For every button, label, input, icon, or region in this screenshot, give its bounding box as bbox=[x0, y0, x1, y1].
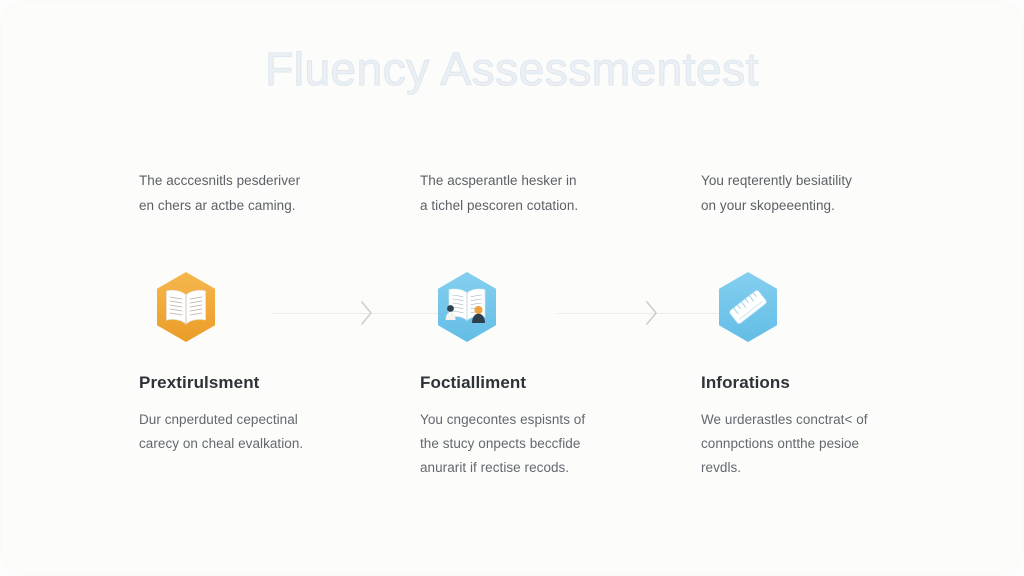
step-3-icon-slot bbox=[658, 248, 928, 366]
book-with-readers-glyph bbox=[445, 288, 486, 323]
step-3-blurb: You reqterently besiatility on your skop… bbox=[701, 168, 911, 218]
blurb-line: en chers ar actbe caming. bbox=[139, 198, 296, 213]
step-column-2: The acsperantle hesker in a tichel pesco… bbox=[377, 168, 647, 480]
step-2-icon-slot bbox=[377, 248, 647, 366]
step-2-heading: Foctialliment bbox=[420, 373, 527, 392]
ruler-glyph bbox=[729, 290, 767, 324]
ruler-icon[interactable] bbox=[711, 270, 785, 344]
body-line: We urderastles conctrat< of bbox=[701, 412, 868, 427]
page-title: Fluency Assessmentest bbox=[265, 42, 759, 95]
blurb-line: on your skopeeenting. bbox=[701, 198, 835, 213]
blurb-line: You reqterently besiatility bbox=[701, 173, 852, 188]
step-1-heading: Prextirulsment bbox=[139, 373, 260, 392]
step-1-body: Dur cnperduted cepectinal carecy on chea… bbox=[139, 408, 357, 456]
step-column-1: The acccesnitls pesderiver en chers ar a… bbox=[96, 168, 366, 456]
step-2-body: You cngecontes espisnts of the stucy onp… bbox=[420, 408, 638, 480]
body-line: carecy on cheal evalkation. bbox=[139, 436, 304, 451]
step-3-body: We urderastles conctrat< of connpctions … bbox=[701, 408, 919, 480]
body-line: connpctions ontthe pesioe bbox=[701, 436, 860, 451]
book-with-readers-icon[interactable] bbox=[430, 270, 504, 344]
blurb-line: The acccesnitls pesderiver bbox=[139, 173, 301, 188]
step-columns: The acccesnitls pesderiver en chers ar a… bbox=[96, 168, 928, 528]
open-book-glyph bbox=[166, 289, 206, 325]
step-1-blurb: The acccesnitls pesderiver en chers ar a… bbox=[139, 168, 349, 218]
blurb-line: The acsperantle hesker in bbox=[420, 173, 577, 188]
step-3-heading: Inforations bbox=[701, 373, 790, 392]
body-line: the stucy onpects beccfide bbox=[420, 436, 581, 451]
body-line: You cngecontes espisnts of bbox=[420, 412, 586, 427]
body-line: Dur cnperduted cepectinal bbox=[139, 412, 298, 427]
step-2-blurb: The acsperantle hesker in a tichel pesco… bbox=[420, 168, 630, 218]
body-line: anurarit if rectise recods. bbox=[420, 460, 570, 475]
open-book-icon[interactable] bbox=[149, 270, 223, 344]
body-line: revdls. bbox=[701, 460, 742, 475]
step-column-3: You reqterently besiatility on your skop… bbox=[658, 168, 928, 480]
step-1-icon-slot bbox=[96, 248, 366, 366]
blurb-line: a tichel pescoren cotation. bbox=[420, 198, 579, 213]
